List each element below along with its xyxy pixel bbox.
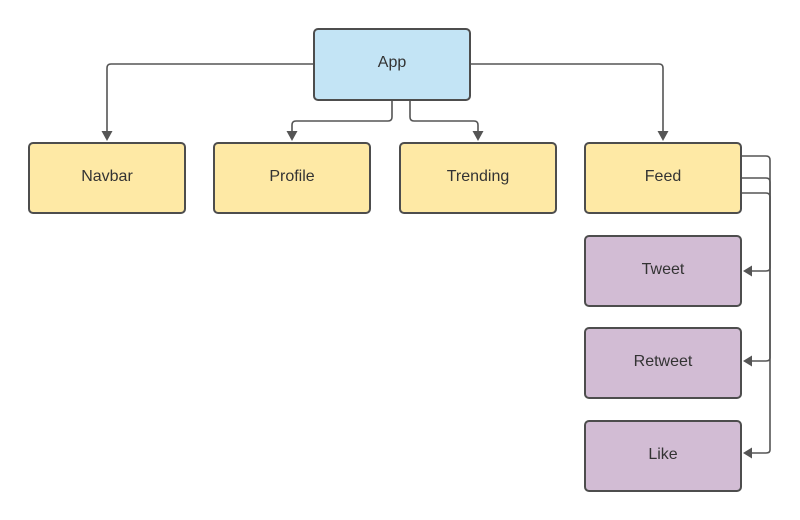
edge-feed-tweet <box>742 192 771 272</box>
node-feed-box <box>584 142 742 214</box>
edge-app-navbar <box>106 63 313 132</box>
node-like[interactable]: Like <box>584 420 742 492</box>
node-app-box <box>313 28 471 101</box>
node-profile-box <box>213 142 371 214</box>
node-profile-label: Profile <box>269 168 314 185</box>
node-navbar-box <box>28 142 186 214</box>
arrowhead-feed <box>657 131 669 141</box>
node-trending-box <box>399 142 557 214</box>
node-tweet-box <box>584 235 742 307</box>
node-retweet-label: Retweet <box>634 353 693 370</box>
node-retweet[interactable]: Retweet <box>584 327 742 399</box>
node-like-box <box>584 420 742 492</box>
node-like-label: Like <box>648 446 677 463</box>
node-profile[interactable]: Profile <box>213 142 371 214</box>
arrowhead-tweet <box>743 265 752 277</box>
node-trending-label: Trending <box>447 168 510 185</box>
node-tweet-label: Tweet <box>642 261 685 278</box>
edge-app-feed <box>471 63 664 132</box>
node-tweet[interactable]: Tweet <box>584 235 742 307</box>
arrowhead-like <box>743 447 752 459</box>
node-navbar-label: Navbar <box>81 168 133 185</box>
node-app-label: App <box>378 54 407 71</box>
edge-app-trending <box>409 100 479 132</box>
node-trending[interactable]: Trending <box>399 142 557 214</box>
arrowhead-retweet <box>743 355 752 367</box>
edges <box>101 63 771 459</box>
node-navbar[interactable]: Navbar <box>28 142 186 214</box>
edge-app-profile <box>291 100 393 132</box>
arrowhead-trending <box>472 131 484 141</box>
node-feed-label: Feed <box>645 168 681 185</box>
arrowhead-navbar <box>101 131 113 141</box>
node-retweet-box <box>584 327 742 399</box>
node-app[interactable]: App <box>313 28 471 101</box>
node-feed[interactable]: Feed <box>584 142 742 214</box>
edge-feed-like <box>742 155 771 454</box>
arrowhead-profile <box>286 131 298 141</box>
